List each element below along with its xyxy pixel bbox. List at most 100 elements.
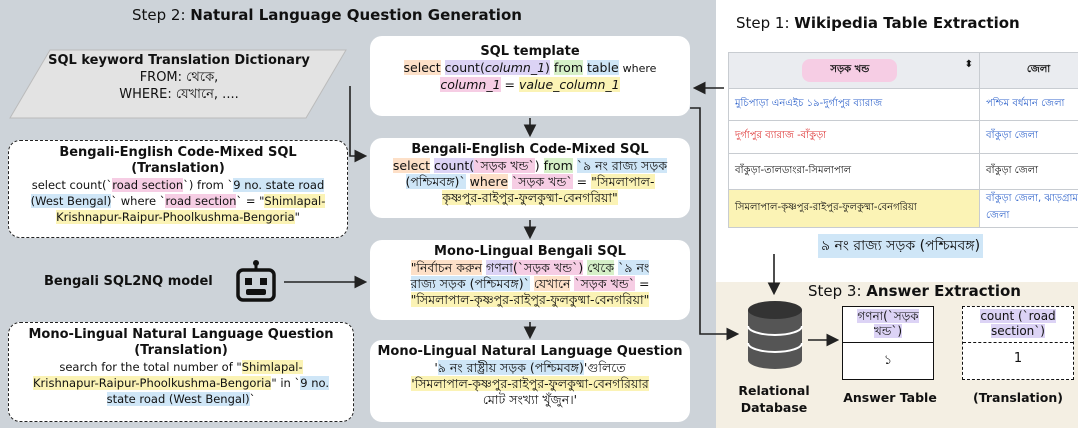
ml-table2: রাজ্য সড়ক (পশ্চিমবঙ্গ)` [410, 276, 530, 291]
cm-eq: = [576, 174, 588, 189]
step1-heading: Wikipedia Table Extraction [794, 14, 1020, 32]
cm-val1: "সিমলাপাল- [591, 174, 655, 189]
ml-count: গণনা [486, 260, 513, 275]
robot-icon [236, 260, 276, 302]
dictionary-shape [9, 49, 347, 119]
ml-eq: = [639, 276, 650, 291]
step1-title: Step 1: Wikipedia Table Extraction [736, 14, 1020, 32]
wiki-cell-link[interactable]: বাঁকুড়া জেলা [986, 130, 1039, 142]
database-label: Relational Database [724, 382, 824, 416]
cm-select: select [392, 158, 431, 173]
translation-table-value: 1 [1013, 351, 1023, 366]
cmt-t1: select count(` [31, 178, 113, 192]
step3-prefix: Step 3: [808, 282, 867, 300]
ml-where: যেখানে [533, 276, 571, 291]
nlq-l2a: 'সিমলাপাল-কৃষ্ণপুর-রাইপুর-ফুলকুষ্মা-বেনগ… [411, 376, 649, 391]
monolingual-sql-box: Mono-Lingual Bengali SQL "নির্বাচন করুন … [370, 240, 690, 320]
wikipedia-table-wrap: সড়ক খন্ড ⬍ জেলা মুচিপাড়া এনএইচ ১৯-দুর্… [728, 52, 1078, 230]
step3-title: Step 3: Answer Extraction [808, 282, 1021, 300]
step1-prefix: Step 1: [736, 14, 795, 32]
wiki-cell: বাঁকুড়া জেলা [986, 164, 1039, 176]
ml-val: "সিমলাপাল-কৃষ্ণপুর-রাইপুর-ফুলকুষ্মা-বেনগ… [410, 292, 650, 307]
table-cell: বাঁকুড়া জেলা [979, 152, 1078, 190]
translation-header-1: count (`road [980, 309, 1056, 323]
answer-table-value: ১ [883, 353, 893, 368]
wiki-cell-link[interactable]: পশ্চিম বর্ধমান জেলা [986, 98, 1065, 110]
tpl-from: from [553, 60, 584, 75]
wiki-cell: সিমলাপাল-কৃষ্ণপুর-রাইপুর-ফুলকুষ্মা-বেনগর… [735, 201, 917, 213]
wiki-header-district-label: জেলা [1026, 64, 1051, 76]
cm-col2: `সড়ক খন্ড` [512, 174, 573, 189]
table-row: সিমলাপাল-কৃষ্ণপুর-রাইপুর-ফুলকুষ্মা-বেনগর… [728, 188, 980, 229]
wiki-cell-link[interactable]: বাঁকুড়া জেলা, ঝাড়গ্রাম জেলা [986, 193, 1078, 222]
ml-from: থেকে [587, 260, 615, 275]
tpl-select: select [403, 60, 441, 75]
step3-heading: Answer Extraction [866, 282, 1021, 300]
nlq-title: Mono-Lingual Natural Language Question [377, 344, 683, 359]
cm-table1: `৯ নং রাজ্য সড়ক [576, 158, 668, 173]
ml-select: "নির্বাচন করুন [410, 260, 483, 275]
nlq-box: Mono-Lingual Natural Language Question '… [370, 340, 690, 422]
tpl-table: table [587, 60, 619, 75]
tpl-value: value_column_1 [519, 77, 620, 92]
tpl-close: ) [545, 60, 550, 75]
cmt-t3: `) from ` [183, 178, 234, 192]
cmt-title: Bengali-English Code-Mixed SQL [59, 145, 297, 160]
translation-header-2: section`) [991, 324, 1045, 338]
cmt-t11: " [294, 210, 300, 224]
sql-template-title: SQL template [480, 44, 580, 59]
wiki-cell-link[interactable]: দুর্গাপুর ব্যারাজ -বাঁকুড়া [735, 130, 827, 142]
nlqt-t7: ` [249, 392, 256, 406]
step2-prefix: Step 2: [132, 6, 191, 24]
translation-table: count (`road section`) 1 [962, 306, 1074, 380]
cm-close: ) [534, 158, 540, 173]
nlqt-t2: Shimlapal- [241, 360, 303, 374]
cmt-t7: road section [165, 194, 237, 208]
cm-col: `সড়ক খন্ড` [474, 158, 535, 173]
tpl-where: where [622, 62, 657, 75]
cm-where: where [469, 174, 509, 189]
ml-title: Mono-Lingual Bengali SQL [434, 244, 626, 259]
translation-table-header: count (`road section`) [963, 307, 1073, 343]
ml-table1: `৯ নং [618, 260, 650, 275]
database-icon [747, 301, 803, 369]
ml-col2: `সড়ক খন্ড` [574, 276, 636, 291]
tpl-count: count( [444, 60, 485, 75]
cmt-subtitle: (Translation) [131, 161, 225, 176]
codemixed-title: Bengali-English Code-Mixed SQL [411, 142, 649, 157]
cm-table2: (পশ্চিমবঙ্গ)` [405, 174, 466, 189]
nlqt-title: Mono-Lingual Natural Language Question [28, 327, 334, 342]
tpl-column: column_1 [484, 60, 546, 75]
table-cell: বাঁকুড়া জেলা [979, 120, 1078, 154]
answer-table: গণনা(`সড়ক খন্ড`) ১ [842, 306, 934, 380]
translation-table-label: (Translation) [973, 390, 1063, 405]
wiki-header-district[interactable]: জেলা [979, 52, 1078, 90]
cmt-t10: Krishnapur-Raipur-Phoolkushma-Bengoria [56, 210, 295, 224]
step2-title: Step 2: Natural Language Question Genera… [132, 6, 522, 24]
wiki-header-road[interactable]: সড়ক খন্ড ⬍ [728, 52, 980, 90]
wiki-cell: বাঁকুড়া-তালডাংরা-সিমলাপাল [735, 164, 852, 176]
cmt-t5: (West Bengal) [30, 194, 112, 208]
nlq-l1b: ৯ নং রাষ্ট্রীয় সড়ক (পশ্চিমবঙ্গ) [437, 360, 584, 375]
table-cell: পশ্চিম বর্ধমান জেলা [979, 88, 1078, 122]
nlq-l1c: 'গুলিতে [583, 360, 626, 375]
cmt-t4: 9 no. state road [233, 178, 325, 192]
cm-val2: কৃষ্ণপুর-রাইপুর-ফুলকুষ্মা-বেনগরিয়া" [442, 190, 618, 205]
nlq-l3: মোট সংখ্যা খুঁজুন।' [482, 392, 578, 407]
arrow-dictionary-to-codemixed [349, 86, 368, 163]
ml-col: (`সড়ক খন্ড`) [512, 260, 584, 275]
table-cell: বাঁকুড়া জেলা, ঝাড়গ্রাম জেলা [979, 188, 1078, 229]
cm-count: count( [434, 158, 475, 173]
codemixed-sql-box: Bengali-English Code-Mixed SQL select co… [370, 138, 690, 218]
nlq-l1a: ' [434, 360, 438, 375]
sort-icon: ⬍ [964, 59, 973, 71]
wikipedia-table: সড়ক খন্ড ⬍ জেলা মুচিপাড়া এনএইচ ১৯-দুর্… [728, 52, 1078, 229]
cmt-t8: ` = " [236, 194, 265, 208]
cmt-t2: road section [112, 178, 184, 192]
nlqt-t4: " in ` [271, 376, 301, 390]
sql-template-box: SQL template select count(column_1) from… [370, 36, 690, 116]
codemixed-translation-box: Bengali-English Code-Mixed SQL (Translat… [8, 140, 348, 238]
table-row: দুর্গাপুর ব্যারাজ -বাঁকুড়া [728, 120, 980, 154]
wiki-cell-link[interactable]: মুচিপাড়া এনএইচ ১৯-দুর্গাপুর ব্যারাজ [735, 98, 883, 110]
